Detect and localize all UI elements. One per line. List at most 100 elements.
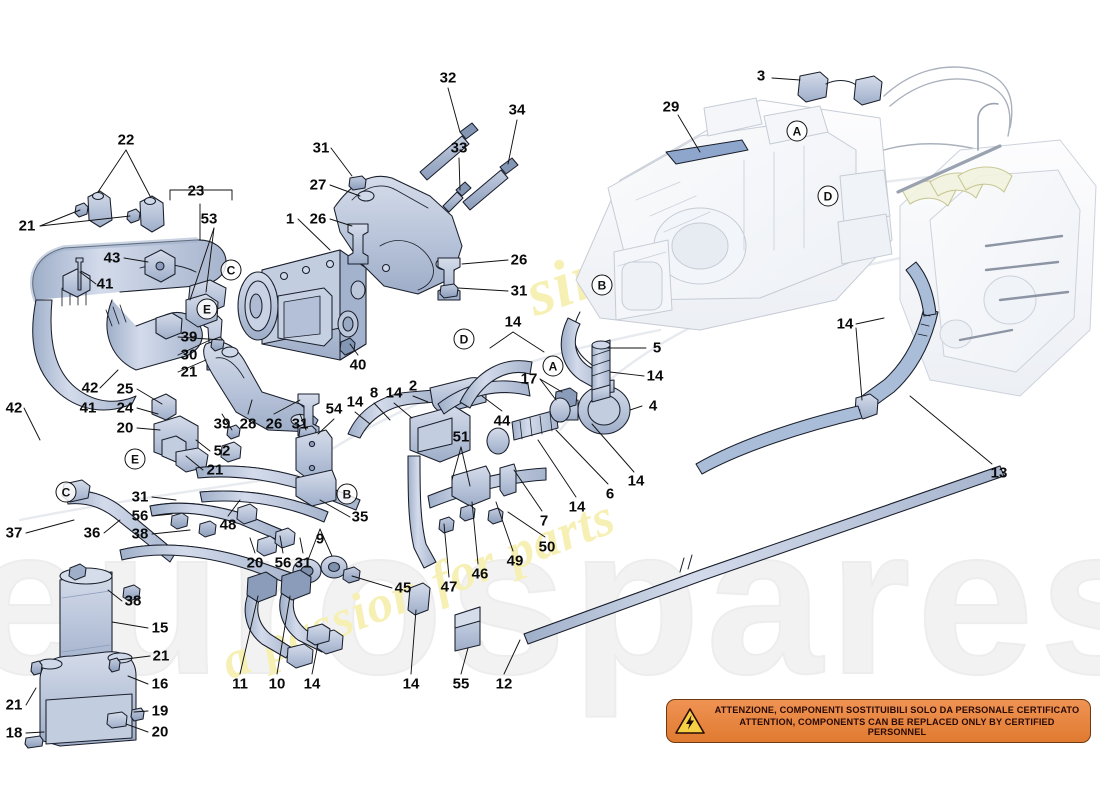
- callout-56: 56: [274, 554, 292, 572]
- callout-16: 16: [151, 675, 169, 693]
- section-marker-A: A: [786, 120, 808, 142]
- callout-48: 48: [219, 516, 237, 534]
- wiring-harness: [883, 66, 1013, 157]
- callout-9: 9: [315, 530, 325, 548]
- callout-23: 23: [187, 182, 205, 200]
- callout-38: 38: [124, 592, 142, 610]
- callout-2: 2: [408, 377, 418, 395]
- callout-14: 14: [504, 313, 522, 331]
- callout-14: 14: [836, 315, 854, 333]
- section-marker-C: C: [55, 481, 77, 503]
- callout-39: 39: [213, 415, 231, 433]
- bolt-21-group: [74, 202, 141, 224]
- section-marker-B: B: [336, 483, 358, 505]
- auxiliary-water-pump-4: [459, 311, 631, 455]
- callout-35: 35: [351, 508, 369, 526]
- callout-8: 8: [369, 384, 379, 402]
- callout-46: 46: [471, 565, 489, 583]
- callout-40: 40: [349, 356, 367, 374]
- callout-13: 13: [990, 464, 1008, 482]
- pulley-9-group: [292, 555, 348, 584]
- callout-29: 29: [662, 98, 680, 116]
- hvac-unit-29: [575, 97, 893, 331]
- bolt-34: [462, 157, 519, 211]
- connector-3: [797, 71, 883, 106]
- callout-6: 6: [605, 485, 615, 503]
- callout-45: 45: [394, 579, 412, 597]
- callout-26: 26: [265, 415, 283, 433]
- callout-42: 42: [5, 399, 23, 417]
- callout-30: 30: [180, 346, 198, 364]
- callout-20: 20: [151, 723, 169, 741]
- mid-hose-bundle: [119, 465, 361, 587]
- section-marker-D: D: [453, 328, 475, 350]
- warning-banner: ATTENZIONE, COMPONENTI SOSTITUIBILI SOLO…: [666, 699, 1091, 743]
- callout-14: 14: [346, 393, 364, 411]
- callout-31: 31: [312, 139, 330, 157]
- callout-34: 34: [508, 101, 526, 119]
- callout-21: 21: [5, 696, 23, 714]
- nut-39-group: [210, 336, 241, 440]
- callout-54: 54: [325, 400, 343, 418]
- callout-53: 53: [200, 210, 218, 228]
- callout-47: 47: [440, 578, 458, 596]
- leader-lines: [23, 77, 993, 734]
- callout-14: 14: [402, 675, 420, 693]
- callout-26: 26: [510, 251, 528, 269]
- warning-text-en: ATTENTION, COMPONENTS CAN BE REPLACED ON…: [739, 716, 1055, 738]
- callout-21: 21: [180, 363, 198, 381]
- callout-25: 25: [116, 380, 134, 398]
- callout-31: 31: [291, 415, 309, 433]
- hose-clamp-22: [87, 190, 165, 233]
- section-marker-E: E: [196, 298, 218, 320]
- callout-39: 39: [180, 328, 198, 346]
- callout-21: 21: [152, 647, 170, 665]
- valve-block-group: [151, 293, 219, 473]
- callout-31: 31: [294, 554, 312, 572]
- callout-20: 20: [246, 554, 264, 572]
- receiver-drier-15: [59, 563, 113, 681]
- callout-3: 3: [756, 67, 766, 85]
- callout-52: 52: [213, 442, 231, 460]
- callout-10: 10: [268, 675, 286, 693]
- callout-14: 14: [568, 498, 586, 516]
- callout-14: 14: [646, 367, 664, 385]
- callout-28: 28: [239, 415, 257, 433]
- callout-17: 17: [520, 370, 538, 388]
- callout-31: 31: [131, 488, 149, 506]
- callout-14: 14: [303, 675, 321, 693]
- callout-19: 19: [151, 702, 169, 720]
- callout-27: 27: [309, 176, 327, 194]
- callout-18: 18: [5, 724, 23, 742]
- callout-37: 37: [5, 524, 23, 542]
- callout-14: 14: [385, 384, 403, 402]
- bolt-32: [419, 122, 479, 181]
- callout-21: 21: [18, 217, 36, 235]
- callout-42: 42: [81, 379, 99, 397]
- callout-26: 26: [309, 210, 327, 228]
- callout-38: 38: [131, 525, 149, 543]
- callout-33: 33: [450, 139, 468, 157]
- callout-36: 36: [83, 524, 101, 542]
- callout-5: 5: [652, 339, 662, 357]
- bolt-33: [442, 181, 472, 213]
- callout-15: 15: [151, 619, 169, 637]
- callout-31: 31: [510, 282, 528, 300]
- callout-24: 24: [116, 399, 134, 417]
- section-marker-A: A: [542, 355, 564, 377]
- screw-41: [75, 257, 84, 291]
- callout-50: 50: [538, 538, 556, 556]
- callout-56: 56: [131, 507, 149, 525]
- callout-14: 14: [627, 472, 645, 490]
- section-marker-D: D: [817, 185, 839, 207]
- callout-20: 20: [116, 419, 134, 437]
- callout-41: 41: [79, 399, 97, 417]
- section-marker-C: C: [220, 259, 242, 281]
- center-hose-assembly: [342, 377, 1005, 652]
- engine-assembly-13: [896, 102, 1097, 397]
- callout-11: 11: [232, 675, 248, 693]
- ac-compressor-1: [237, 249, 367, 361]
- callout-49: 49: [506, 552, 524, 570]
